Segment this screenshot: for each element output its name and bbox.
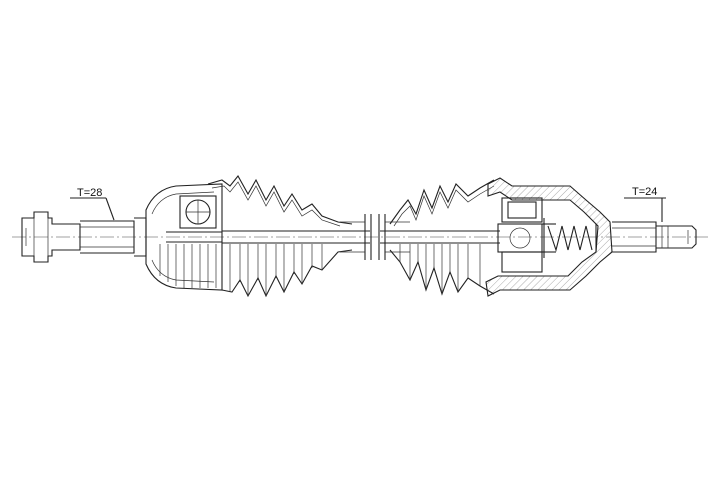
left-boot	[207, 175, 353, 298]
left-spline-label: T=28	[77, 187, 102, 199]
left-cv-housing	[145, 183, 223, 291]
right-tripod-housing	[485, 177, 613, 297]
right-spline-label: T=24	[632, 186, 657, 198]
right-stub-shaft	[612, 221, 697, 253]
right-boot	[389, 179, 495, 296]
left-spline-callout: T=28	[70, 187, 115, 221]
right-spline-callout: T=24	[624, 186, 666, 222]
main-shaft	[222, 214, 500, 260]
